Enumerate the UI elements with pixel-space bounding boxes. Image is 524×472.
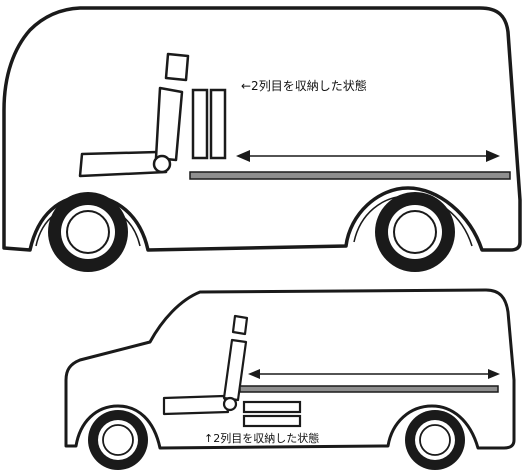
large-van-front-wheel	[48, 192, 128, 272]
small-van	[64, 288, 516, 470]
large-van-rear-wheel	[375, 192, 455, 272]
small-van-floor-rail	[239, 385, 499, 393]
small-van-cargo-length-arrow	[248, 369, 500, 379]
top-van-caption: ←2列目を収納した状態	[241, 79, 367, 93]
large-van-cargo-length-arrow	[236, 150, 500, 162]
small-van-front-seat	[162, 314, 249, 416]
small-van-stored-second-row	[242, 400, 302, 428]
large-van-front-seat	[78, 52, 190, 178]
small-van-rear-wheel	[405, 410, 465, 470]
large-van	[2, 6, 522, 272]
large-van-stored-second-row	[191, 88, 227, 160]
small-van-front-wheel	[88, 410, 148, 470]
bottom-van-caption: ↑2列目を収納した状態	[204, 432, 320, 445]
large-van-floor-rail	[189, 171, 511, 180]
